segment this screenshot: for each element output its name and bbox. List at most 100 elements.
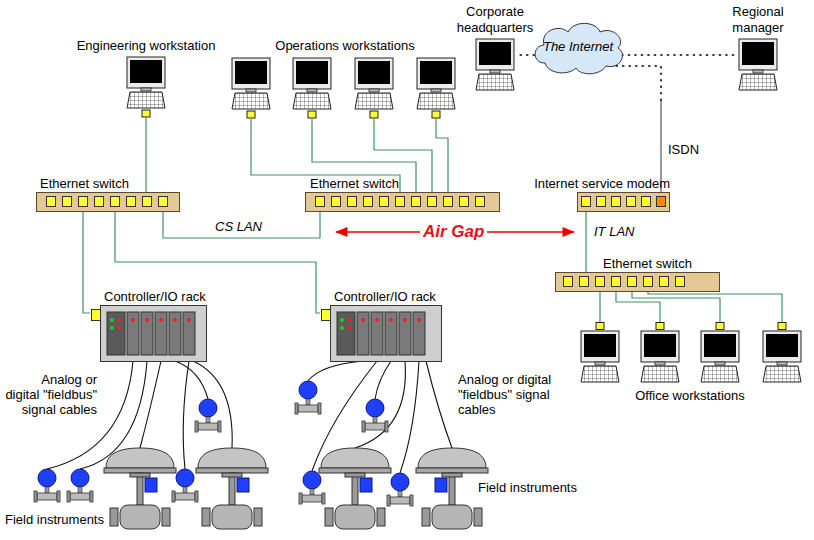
ethernet-switch: Ethernet switch <box>36 176 180 212</box>
network-cable <box>146 118 147 192</box>
network-port <box>611 276 621 287</box>
graphic-part <box>340 326 344 330</box>
graphic-part <box>308 361 363 381</box>
network-port <box>142 196 152 207</box>
graphic-part <box>354 57 394 119</box>
cloud-shape <box>535 23 622 73</box>
graphic-part <box>403 318 407 322</box>
graphic-part <box>399 312 411 355</box>
graphic-part <box>110 318 114 322</box>
graphic-part <box>232 58 270 89</box>
graphic-part <box>763 366 801 382</box>
network-cable <box>600 292 782 322</box>
computer-icon <box>231 57 271 119</box>
graphic-part <box>475 38 515 100</box>
switch-box <box>555 272 720 292</box>
computer-icon <box>416 57 456 119</box>
transmitter <box>387 473 413 506</box>
network-port <box>656 196 666 207</box>
network-port <box>443 196 453 207</box>
manager-computer: Regional manager <box>712 4 804 100</box>
headquarters-computer: Corporate headquarters <box>450 4 540 100</box>
network-cable <box>518 55 534 56</box>
network-port <box>158 196 168 207</box>
cable-segment <box>632 292 720 322</box>
graphic-part <box>375 361 391 399</box>
graphic-part <box>340 318 344 322</box>
cable-segment <box>616 66 661 100</box>
graphic-part <box>183 361 189 469</box>
graphic-part <box>193 361 232 448</box>
network-port <box>62 196 72 207</box>
network-label: IT LAN <box>594 224 634 239</box>
node-label: Controller/IO rack <box>100 289 206 305</box>
graphic-part <box>479 42 511 65</box>
rack-box <box>100 305 207 362</box>
network-port <box>78 196 88 207</box>
graphic-part <box>235 61 267 84</box>
network-port <box>94 196 104 207</box>
network-port <box>110 196 120 207</box>
network-port <box>626 196 636 207</box>
transmitter <box>67 469 93 502</box>
computer-icon <box>700 322 740 384</box>
node-label: The Internet <box>543 39 613 55</box>
graphic-part <box>145 318 149 322</box>
internet-cloud: The Internet <box>530 18 626 76</box>
graphic-part <box>141 312 153 355</box>
control-valve <box>196 448 268 529</box>
computer-icon <box>640 322 680 384</box>
office-workstations: Office workstations <box>575 322 805 404</box>
network-port <box>91 309 101 321</box>
graphic-part <box>370 111 378 118</box>
graphic-part <box>130 60 162 83</box>
graphic-part <box>420 61 452 84</box>
graphic-part <box>739 74 777 90</box>
network-port <box>363 196 373 207</box>
graphic-part <box>126 56 166 118</box>
graphic-part <box>357 312 369 355</box>
control-valve <box>104 448 176 529</box>
graphic-part <box>117 326 121 330</box>
graphic-part <box>337 312 355 355</box>
computer-icon <box>475 38 515 100</box>
graphic-part <box>644 334 676 357</box>
modem-box <box>577 192 670 212</box>
node-label: Internet service modem <box>534 176 670 192</box>
graphic-part <box>700 322 740 384</box>
workstation-group <box>220 57 470 119</box>
node-label: Operations workstations <box>275 38 414 54</box>
graphic-part <box>777 362 787 365</box>
control-valve <box>416 448 488 529</box>
graphic-part <box>417 58 455 89</box>
field-instruments <box>34 381 488 529</box>
node-label: Ethernet switch <box>305 176 399 192</box>
graphic-part <box>413 312 425 355</box>
graphic-part <box>417 93 455 109</box>
cable-segment <box>163 212 320 238</box>
graphic-part <box>371 312 383 355</box>
computer-icon <box>738 38 778 100</box>
graphic-part <box>581 331 619 362</box>
transmitter <box>34 469 60 502</box>
graphic-part <box>417 318 421 322</box>
operations-workstations: Operations workstations <box>220 38 470 119</box>
network-port <box>659 276 669 287</box>
graphic-part <box>232 93 270 109</box>
network-port <box>347 196 357 207</box>
graphic-part <box>355 58 393 89</box>
rack-box <box>330 305 442 362</box>
graphic-part <box>778 323 786 330</box>
graphic-part <box>292 57 332 119</box>
graphic-part <box>595 362 605 365</box>
graphic-part <box>355 93 393 109</box>
network-port <box>579 276 589 287</box>
node-label: Ethernet switch <box>555 256 692 272</box>
graphic-part <box>701 331 739 362</box>
graphic-part <box>742 42 774 65</box>
internet-modem: Internet service modem <box>502 176 670 212</box>
computer-icon <box>762 322 802 384</box>
cable-segment <box>648 292 782 322</box>
cable-note: Analog or digital "fieldbus" signal cabl… <box>5 372 97 417</box>
